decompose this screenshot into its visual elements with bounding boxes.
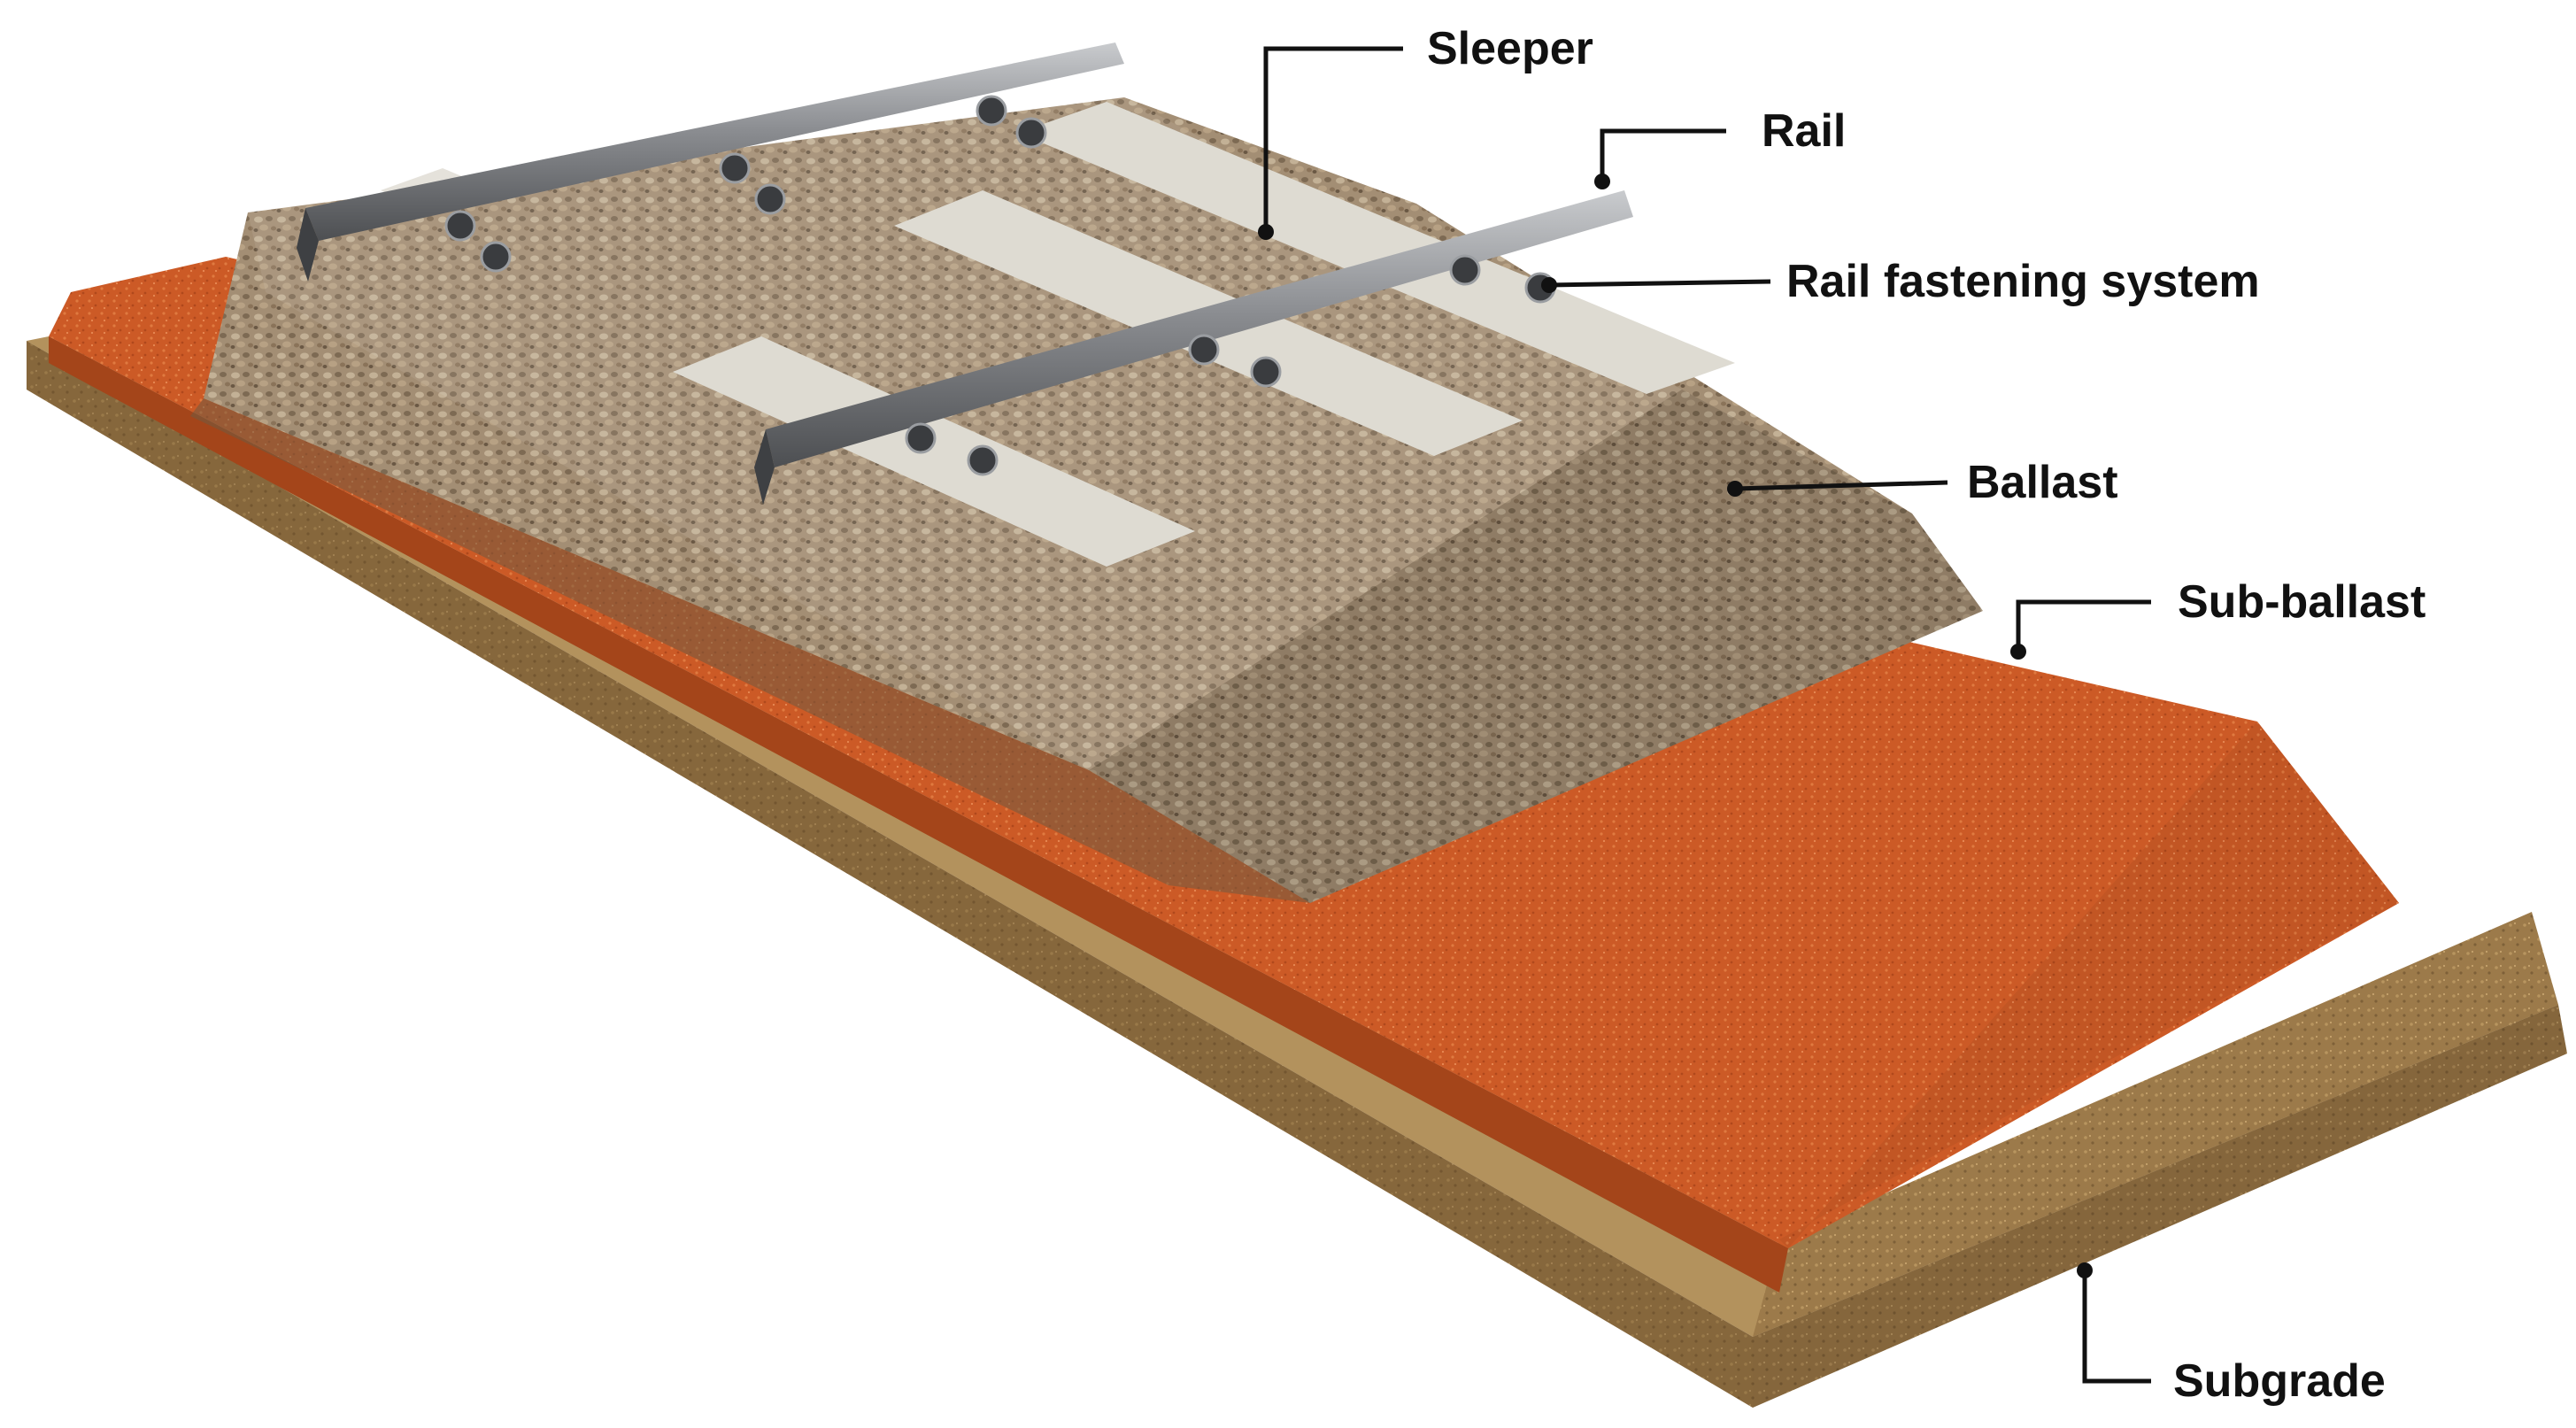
label-sub-ballast: Sub-ballast xyxy=(2178,576,2426,628)
fastening-clip xyxy=(1449,254,1481,286)
label-ballast: Ballast xyxy=(1967,457,2118,508)
sleeper-1 xyxy=(673,336,1195,567)
rails xyxy=(297,42,1633,505)
fastening-clip xyxy=(480,241,512,273)
component-labels: Sleeper Rail Rail fastening system Balla… xyxy=(1427,23,2426,1407)
rail-right xyxy=(754,190,1633,505)
leader-lines xyxy=(1263,46,2151,1384)
leader-dots xyxy=(1258,174,2093,1278)
fastening-clip xyxy=(444,210,476,242)
rail-fastening-leader xyxy=(1548,279,1771,288)
subgrade-leader xyxy=(2082,1270,2151,1384)
sub-ballast-leader xyxy=(2016,599,2151,652)
fastening-clip xyxy=(1188,334,1220,366)
label-rail-fastening-system: Rail fastening system xyxy=(1786,256,2260,307)
label-subgrade: Subgrade xyxy=(2173,1355,2386,1407)
label-rail: Rail xyxy=(1762,105,1846,157)
sleeper-leader xyxy=(1263,46,1403,232)
sleeper-3 xyxy=(1018,102,1735,394)
ballast-leader xyxy=(1734,480,1948,491)
rail-left xyxy=(297,42,1124,282)
fastening-clip xyxy=(905,422,937,454)
rail-fastenings xyxy=(444,95,1556,476)
fastening-clip xyxy=(719,152,751,184)
fastening-clip xyxy=(976,95,1007,127)
fastening-clip xyxy=(967,444,999,476)
fastening-clip xyxy=(1015,117,1047,149)
rail-leader xyxy=(1600,128,1726,181)
label-sleeper: Sleeper xyxy=(1427,23,1593,74)
fastening-clip xyxy=(754,183,786,215)
fastening-clip xyxy=(1250,356,1282,388)
subgrade-layer xyxy=(27,336,2567,1408)
